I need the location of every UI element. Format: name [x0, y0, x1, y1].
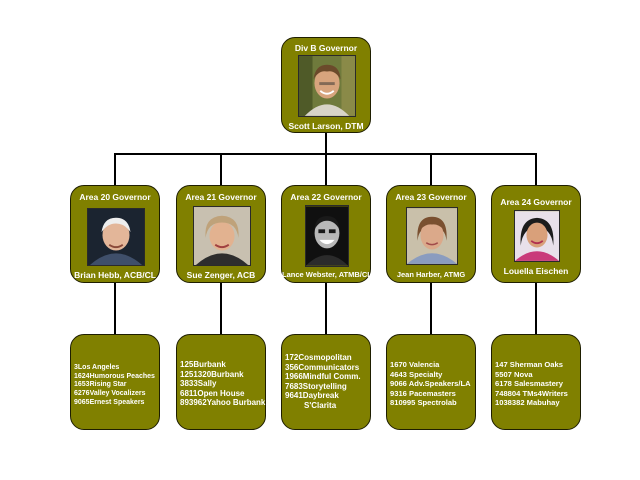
club-item: 9066 Adv.Speakers/LA [390, 379, 471, 389]
club-item: 1670 Valencia [390, 360, 440, 369]
club-item: 1038382 Mabuhay [495, 398, 560, 408]
area-23-clubs-node: 1670 Valencia 4643 Specialty 9066 Adv.Sp… [386, 334, 476, 430]
club-item: 9641Daybreak [285, 391, 339, 401]
connector-area-21-up [220, 153, 222, 186]
area-23-photo [406, 207, 458, 265]
area-23-club-list: 1670 Valencia 4643 Specialty 9066 Adv.Sp… [390, 360, 471, 408]
area-20-node: Area 20 Governor Brian Hebb, ACB/CL [70, 185, 160, 283]
connector-area-20-up [114, 153, 116, 186]
area-24-club-list: 147 Sherman Oaks 5507 Nova 6178 Salesmas… [495, 360, 568, 408]
club-item: S'Clarita [304, 400, 337, 410]
club-item: 6811Open House [180, 388, 245, 398]
connector-area-20-down [114, 283, 116, 335]
area-22-photo [305, 205, 349, 267]
connector-area-22-down [325, 283, 327, 335]
area-21-club-list: 125Burbank 1251320Burbank 3833Sally 6811… [180, 360, 265, 408]
club-item: 6276Valley Vocalizers [74, 390, 146, 398]
area-20-name: Brian Hebb, ACB/CL [74, 270, 156, 280]
connector-area-24-up [535, 153, 537, 186]
area-22-clubs-node: 172Cosmopolitan 356Communicators 1966Min… [281, 334, 371, 430]
area-24-node: Area 24 Governor Louella Eischen [491, 185, 581, 283]
connector-area-24-down [535, 283, 537, 335]
club-item: 3833Sally [180, 379, 217, 389]
area-24-clubs-node: 147 Sherman Oaks 5507 Nova 6178 Salesmas… [491, 334, 581, 430]
club-item: 356Communicators [285, 362, 360, 372]
club-item: 9316 Pacemasters [390, 388, 456, 398]
club-item: 810995 Spectrolab [390, 398, 457, 408]
area-21-clubs-node: 125Burbank 1251320Burbank 3833Sally 6811… [176, 334, 266, 430]
club-item: 1653Rising Star [74, 381, 127, 389]
area-20-club-list: 3Los Angeles 1624Humorous Peaches 1653Ri… [74, 364, 155, 408]
club-item: 1624Humorous Peaches [74, 372, 155, 380]
area-24-title: Area 24 Governor [500, 197, 572, 207]
connector-area-23-up [430, 153, 432, 186]
club-item: 172Cosmopolitan [285, 353, 352, 362]
governor-photo [298, 55, 356, 117]
area-21-node: Area 21 Governor Sue Zenger, ACB [176, 185, 266, 283]
area-22-title: Area 22 Governor [290, 192, 362, 202]
connector-governor-down [325, 132, 327, 154]
club-item: 5507 Nova [495, 369, 533, 379]
governor-node: Div B Governor Scott Larson, DTM [281, 37, 371, 133]
area-22-club-list: 172Cosmopolitan 356Communicators 1966Min… [285, 353, 361, 411]
club-item: 1966Mindful Comm. [285, 372, 361, 382]
area-22-name: Lance Webster, ATMB/CL [282, 270, 372, 279]
governor-title: Div B Governor [294, 43, 358, 53]
club-item: 9065Ernest Speakers [74, 398, 145, 406]
club-item: 7683Storytelling [285, 381, 347, 391]
governor-name: Scott Larson, DTM [288, 121, 364, 131]
area-24-photo [514, 210, 560, 262]
area-24-name: Louella Eischen [503, 266, 569, 276]
club-item: 1251320Burbank [180, 369, 244, 379]
area-21-name: Sue Zenger, ACB [186, 270, 256, 280]
connector-area-22-up [325, 153, 327, 186]
connector-area-23-down [430, 283, 432, 335]
club-item: 748804 TMs4Writers [495, 388, 568, 398]
club-item: 147 Sherman Oaks [495, 360, 563, 369]
club-item: 125Burbank [180, 360, 226, 369]
area-23-title: Area 23 Governor [395, 192, 467, 202]
area-20-clubs-node: 3Los Angeles 1624Humorous Peaches 1653Ri… [70, 334, 160, 430]
club-item: 6178 Salesmastery [495, 379, 563, 389]
connector-area-21-down [220, 283, 222, 335]
club-item: 3Los Angeles [74, 364, 120, 371]
area-23-node: Area 23 Governor Jean Harber, ATMG [386, 185, 476, 283]
area-21-photo [193, 206, 251, 266]
area-21-title: Area 21 Governor [185, 192, 257, 202]
club-item: 893962Yahoo Burbank [180, 398, 266, 408]
area-22-node: Area 22 Governor Lance Webster, ATMB/CL [281, 185, 372, 283]
area-20-photo [87, 208, 145, 266]
area-23-name: Jean Harber, ATMG [396, 270, 466, 279]
club-item: 4643 Specialty [390, 369, 443, 379]
area-20-title: Area 20 Governor [79, 192, 151, 202]
